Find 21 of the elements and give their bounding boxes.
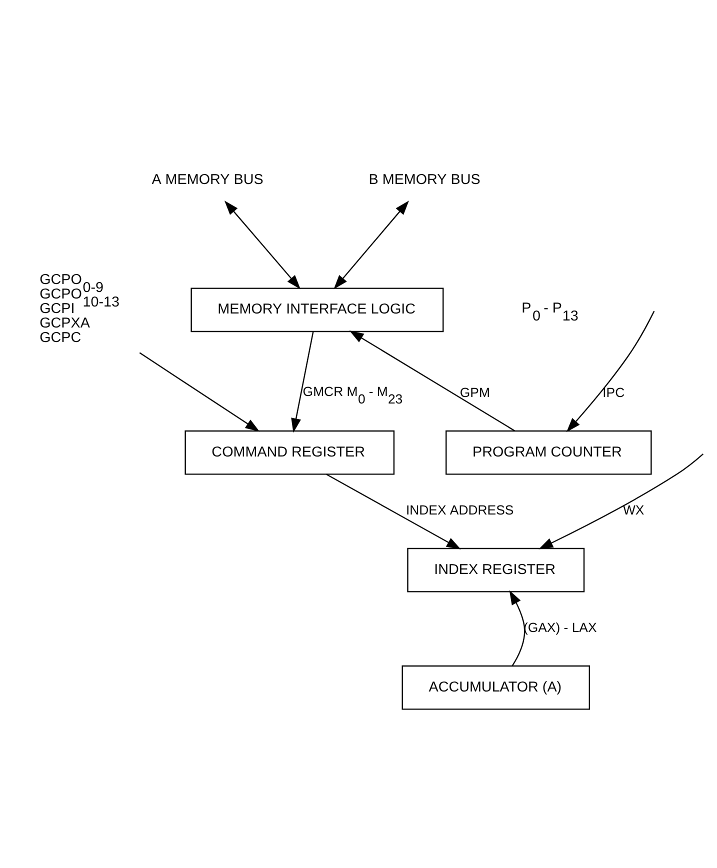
- arrow: [538, 453, 704, 550]
- node-box: MEMORY INTERFACE LOGIC: [190, 288, 444, 332]
- arrow: [334, 200, 409, 290]
- edge-label: (GAX) - LAX: [523, 620, 597, 636]
- edge-label: GPM: [460, 385, 490, 400]
- node-text: B MEMORY BUS: [368, 172, 480, 188]
- arrow: [139, 352, 260, 432]
- arrow: [509, 590, 526, 666]
- edge-label: WX: [622, 502, 644, 518]
- arrow: [224, 200, 301, 290]
- node-box: INDEX REGISTER: [407, 548, 585, 592]
- node-box: PROGRAM COUNTER: [446, 430, 652, 475]
- edge-label: IPC: [602, 385, 625, 400]
- node-box: ACCUMULATOR (A): [402, 665, 590, 710]
- edge-label: INDEX ADDRESS: [406, 502, 514, 518]
- arrow: [566, 310, 655, 432]
- arrow: [326, 474, 461, 550]
- node-text: A MEMORY BUS: [152, 172, 264, 188]
- node-box: COMMAND REGISTER: [184, 430, 395, 475]
- arrow: [291, 331, 314, 433]
- arrow: [349, 330, 516, 432]
